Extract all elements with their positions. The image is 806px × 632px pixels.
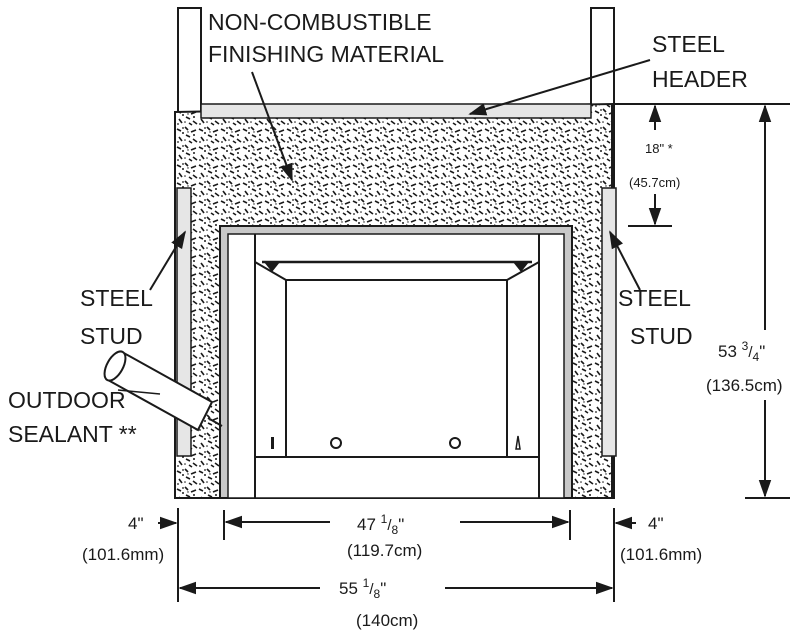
dim-header-clearance	[612, 103, 790, 227]
fireplace-unit	[219, 225, 573, 499]
label-non-combustible: NON-COMBUSTIBLE FINISHING MATERIAL	[208, 9, 444, 67]
leader-arrow-sealant	[117, 389, 161, 395]
dim-opening-width-value: 47 1/8"	[357, 512, 404, 537]
dim-left-value: 4"	[128, 514, 144, 533]
dim-header-value: 18" *	[645, 141, 673, 156]
steel-header	[200, 103, 592, 119]
dim-left-metric: (101.6mm)	[82, 545, 164, 564]
label-outdoor-sealant: OUTDOOR SEALANT **	[8, 387, 137, 447]
dim-height-value: 53 3/4"	[718, 339, 765, 364]
dim-overall-width-value: 55 1/8"	[339, 576, 386, 601]
label-steel-stud-right: STEEL STUD	[618, 285, 696, 349]
sealant-tube-icon	[103, 350, 223, 432]
leader-arrow-header	[468, 59, 651, 116]
leader-arrow-stud-left	[149, 230, 186, 291]
label-steel-stud-left: STEEL STUD	[80, 285, 158, 349]
dim-height-metric: (136.5cm)	[706, 376, 783, 395]
dim-overall-width-metric: (140cm)	[356, 611, 418, 630]
dim-overall-height	[745, 104, 790, 499]
label-steel-header: STEEL HEADER	[652, 31, 748, 92]
dim-widths	[158, 508, 636, 602]
dim-right-metric: (101.6mm)	[620, 545, 702, 564]
leader-arrow-stud-right	[609, 230, 641, 291]
dim-right-value: 4"	[648, 514, 664, 533]
dim-header-metric: (45.7cm)	[629, 175, 680, 190]
dim-opening-width-metric: (119.7cm)	[347, 541, 422, 560]
leader-arrow-finishing	[251, 71, 293, 182]
steel-stud-right	[601, 187, 617, 457]
